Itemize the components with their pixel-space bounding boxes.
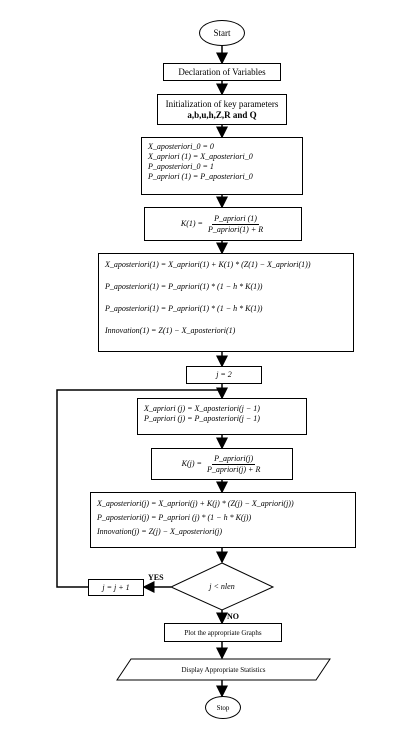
start-label: Start bbox=[213, 28, 231, 38]
stop-terminal: Stop bbox=[205, 696, 241, 719]
eq-p-apost-0: P_aposteriori_0 = 1 bbox=[148, 162, 214, 171]
declaration-box: Declaration of Variables bbox=[163, 63, 281, 81]
eq-p-apriori-1: P_apriori (1) = P_aposteriori_0 bbox=[148, 172, 253, 181]
eq-innovation-j: Innovation(j) = Z(j) − X_aposteriori(j) bbox=[97, 527, 223, 536]
init-box: Initialization of key parameters a,b,u,h… bbox=[157, 94, 287, 125]
no-label: NO bbox=[227, 612, 239, 621]
start-terminal: Start bbox=[199, 20, 245, 46]
init-values-box: X_aposteriori_0 = 0 X_apriori (1) = X_ap… bbox=[141, 137, 303, 195]
kj-numerator: P_apriori(j) bbox=[212, 453, 256, 465]
plot-label: Plot the appropriate Graphs bbox=[184, 628, 262, 637]
k1-box: K(1) = P_apriori (1) P_apriori(1) + R bbox=[144, 207, 302, 241]
declaration-label: Declaration of Variables bbox=[178, 67, 266, 77]
eq-x-apriori-1: X_apriori (1) = X_aposteriori_0 bbox=[148, 152, 253, 161]
decision-label-wrap: j < nlen bbox=[171, 563, 273, 610]
eq-x-apost-j: X_aposteriori(j) = X_apriori(j) + K(j) *… bbox=[97, 499, 294, 508]
prediction-box: X_apriori (j) = X_aposteriori(j − 1) P_a… bbox=[137, 398, 307, 435]
eq-x-apost-1: X_aposteriori(1) = X_apriori(1) + K(1) *… bbox=[105, 260, 311, 269]
eq-p-apost-1a: P_aposteriori(1) = P_apriori(1) * (1 − h… bbox=[105, 282, 263, 291]
eq-innovation-1: Innovation(1) = Z(1) − X_aposteriori(1) bbox=[105, 326, 236, 335]
eq-p-apriori-j: P_apriori (j) = P_aposteriori(j − 1) bbox=[144, 414, 260, 423]
init-line1: Initialization of key parameters bbox=[165, 98, 279, 109]
eq-x-apriori-j: X_apriori (j) = X_aposteriori(j − 1) bbox=[144, 404, 260, 413]
yes-label: YES bbox=[148, 573, 164, 582]
decision-label: j < nlen bbox=[209, 581, 235, 591]
eq-x-apost-0: X_aposteriori_0 = 0 bbox=[148, 142, 214, 151]
first-update-box: X_aposteriori(1) = X_apriori(1) + K(1) *… bbox=[98, 253, 354, 352]
display-label-wrap: Display Appropriate Statistics bbox=[117, 659, 330, 680]
init-line2: a,b,u,h,Z,R and Q bbox=[187, 109, 257, 120]
increment-label: j = j + 1 bbox=[102, 582, 130, 592]
k1-lhs: K(1) = bbox=[180, 219, 203, 228]
plot-box: Plot the appropriate Graphs bbox=[164, 623, 282, 642]
kj-denominator: P_apriori(j) + R bbox=[206, 464, 261, 474]
eq-p-apost-j: P_aposteriori(j) = P_apriori (j) * (1 − … bbox=[97, 513, 252, 522]
j-init-label: j = 2 bbox=[216, 370, 232, 379]
stop-label: Stop bbox=[216, 703, 230, 712]
j-init-box: j = 2 bbox=[186, 366, 262, 384]
kj-lhs: K(j) = bbox=[181, 459, 202, 468]
kj-box: K(j) = P_apriori(j) P_apriori(j) + R bbox=[151, 448, 293, 480]
eq-p-apost-1b: P_aposteriori(1) = P_apriori(1) * (1 − h… bbox=[105, 304, 263, 313]
display-label: Display Appropriate Statistics bbox=[181, 665, 266, 674]
k1-numerator: P_apriori (1) bbox=[212, 213, 259, 225]
update-box: X_aposteriori(j) = X_apriori(j) + K(j) *… bbox=[90, 492, 356, 548]
increment-box: j = j + 1 bbox=[88, 579, 144, 596]
k1-denominator: P_apriori(1) + R bbox=[207, 224, 264, 234]
